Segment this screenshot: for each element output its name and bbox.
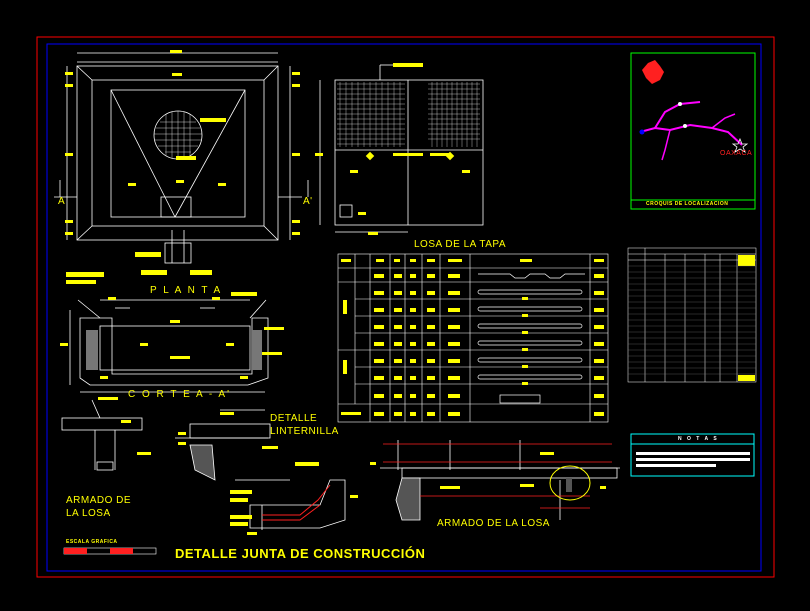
slab-rebar-right-tags: [370, 452, 606, 489]
construction-joint-tags: [230, 462, 358, 535]
scale-bar: [63, 547, 157, 555]
slab-rebar-left-tags: [98, 397, 151, 455]
slab-rebar-left-title-line1: ARMADO DE: [66, 495, 132, 506]
slab-table-cells: [341, 259, 604, 416]
elevation-view: [319, 64, 484, 233]
rebar-table: [627, 247, 757, 383]
section-tags: [60, 272, 284, 379]
section-view: [69, 299, 269, 393]
rebar-table-highlight: [738, 255, 755, 381]
slab-table: [337, 253, 609, 423]
joint-detail-title: DETALLE JUNTA DE CONSTRUCCIÓN: [175, 546, 426, 561]
linternilla-detail: [175, 409, 271, 481]
section-hatch: [86, 330, 262, 370]
plan-title: P L A N T A: [150, 285, 223, 296]
construction-joint-detail: [235, 479, 346, 530]
linternilla-title-line2: LINTERNILLA: [270, 426, 339, 437]
rebar-table-rows: [628, 265, 756, 375]
linternilla-tags: [178, 412, 278, 449]
notes-title: N O T A S: [678, 436, 719, 442]
slab-rebar-left-title-line2: LA LOSA: [66, 508, 111, 519]
linternilla-title-line1: DETALLE: [270, 413, 318, 424]
slab-rebar-left: [61, 399, 143, 471]
slab-table-bars: [477, 273, 585, 404]
inner-frame: [46, 43, 762, 572]
location-map-city: OAXACA: [720, 150, 753, 157]
section-title: C O R T E A - A': [128, 389, 232, 400]
grid-mesh-right: [428, 82, 480, 147]
plan-tags: [65, 50, 300, 275]
notes-box: [630, 433, 755, 477]
elevation-tags: [315, 63, 470, 235]
location-map: [630, 52, 756, 210]
section-marker-a: A: [58, 196, 66, 207]
slab-table-title: LOSA DE LA TAPA: [414, 239, 506, 250]
section-marker-a-prime: A': [303, 196, 313, 207]
slab-rebar-right-title: ARMADO DE LA LOSA: [437, 518, 550, 529]
outer-frame: [36, 36, 775, 578]
scale-bar-title: ESCALA GRAFICA: [66, 539, 118, 545]
slab-rebar-right-red: [383, 443, 612, 509]
grid-mesh-left: [337, 82, 405, 147]
construction-joint-red: [262, 484, 331, 521]
location-map-title: CROQUIS DE LOCALIZACION: [646, 201, 729, 207]
slab-rebar-right-circle: [549, 465, 591, 501]
